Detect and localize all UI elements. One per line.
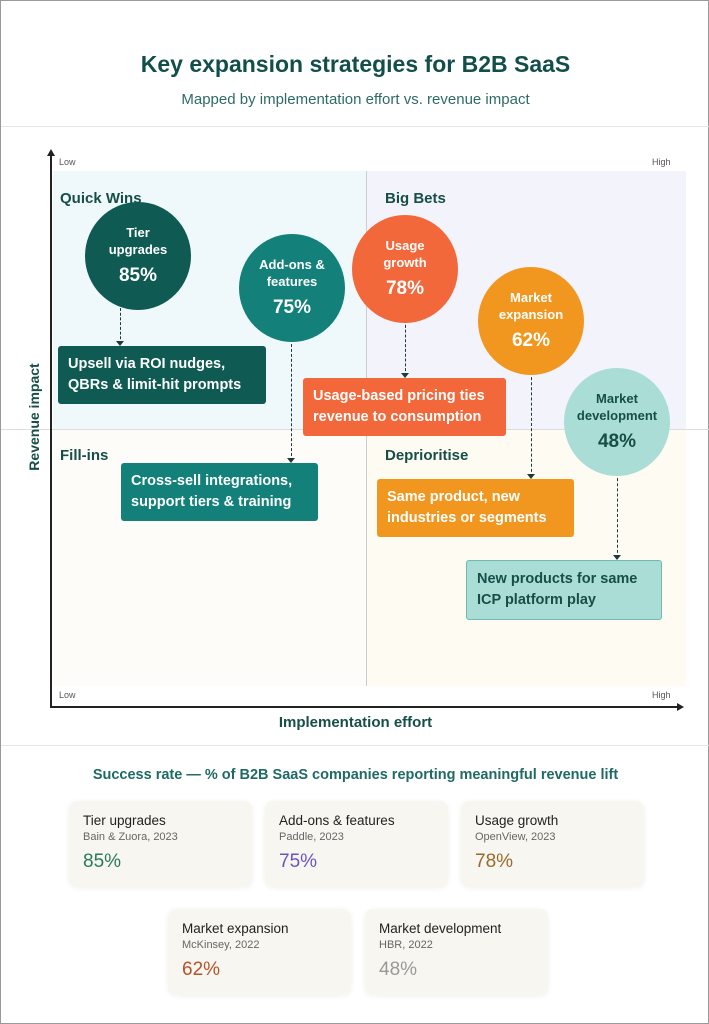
bubble-name: Market development <box>576 390 658 424</box>
card-source: OpenView, 2023 <box>475 831 556 843</box>
card-name: Add-ons & features <box>279 813 395 828</box>
bubble-usage-growth: Usage growth 78% <box>352 215 458 323</box>
connector-arrow-icon <box>613 473 621 560</box>
quadrant-label: Quick Wins <box>60 190 142 207</box>
page-title: Key expansion strategies for B2B SaaS <box>140 51 571 77</box>
connector-arrow-icon <box>287 339 295 463</box>
card-pct: 85% <box>83 851 122 872</box>
card-name: Market expansion <box>182 921 289 936</box>
bubble-add-ons: Add-ons & features 75% <box>239 234 345 342</box>
divider <box>1 745 709 746</box>
bubble-market-expansion: Market expansion 62% <box>478 267 584 375</box>
x-axis <box>50 706 678 708</box>
card-source: Bain & Zuora, 2023 <box>83 831 178 843</box>
bubble-name: Usage growth <box>383 237 427 271</box>
page-subtitle: Mapped by implementation effort vs. reve… <box>181 91 530 108</box>
card-name: Tier upgrades <box>83 813 166 828</box>
x-axis-label: Implementation effort <box>278 714 433 731</box>
card-pct: 62% <box>182 959 221 980</box>
quadrant-label: Big Bets <box>385 190 446 207</box>
success-card: Market expansion McKinsey, 2022 62% <box>168 909 351 995</box>
card-pct: 75% <box>279 851 318 872</box>
desc-tier-upgrades: Upsell via ROI nudges, QBRs & limit-hit … <box>58 346 266 405</box>
card-name: Usage growth <box>475 813 559 828</box>
success-card: Usage growth OpenView, 2023 78% <box>461 801 644 887</box>
quadrant-label: Deprioritise <box>385 447 469 464</box>
success-card: Add-ons & features Paddle, 2023 75% <box>265 801 448 887</box>
bubble-name: Tier upgrades <box>108 224 168 258</box>
card-source: HBR, 2022 <box>379 939 433 951</box>
connector-arrow-icon <box>527 372 535 479</box>
bubble-pct: 48% <box>597 430 637 452</box>
bubble-pct: 78% <box>385 277 425 299</box>
y-axis <box>50 153 52 707</box>
card-name: Market development <box>379 921 502 936</box>
success-card: Market development HBR, 2022 48% <box>365 909 548 995</box>
bubble-pct: 85% <box>118 264 158 286</box>
card-pct: 78% <box>475 851 514 872</box>
desc-market-expansion: Same product, new industries or segments <box>377 479 574 538</box>
tick-bottom-low: Low <box>59 690 76 700</box>
success-card: Tier upgrades Bain & Zuora, 2023 85% <box>69 801 252 887</box>
desc-usage-growth: Usage-based pricing ties revenue to cons… <box>303 378 506 437</box>
card-source: Paddle, 2023 <box>279 831 344 843</box>
card-pct: 48% <box>379 959 418 980</box>
tick-top-low: Low <box>59 157 76 167</box>
desc-add-ons: Cross-sell integrations, support tiers &… <box>121 463 318 522</box>
connector-arrow-icon <box>401 320 409 378</box>
card-source: McKinsey, 2022 <box>182 939 260 951</box>
desc-market-development: New products for same ICP platform play <box>466 560 662 621</box>
x-axis-arrow-icon <box>677 703 684 711</box>
bubble-pct: 75% <box>272 296 312 318</box>
y-axis-label: Revenue impact <box>26 363 42 471</box>
success-heading: Success rate — % of B2B SaaS companies r… <box>92 767 619 783</box>
bubble-name: Add-ons & features <box>259 256 325 290</box>
bubble-pct: 62% <box>511 329 551 351</box>
divider <box>1 126 709 127</box>
connector-arrow-icon <box>116 308 124 346</box>
y-axis-arrow-icon <box>47 149 55 156</box>
bubble-tier-upgrades: Tier upgrades 85% <box>85 202 191 310</box>
bubble-market-development: Market development 48% <box>564 368 670 476</box>
tick-bottom-high: High <box>652 690 671 700</box>
bubble-name: Market expansion <box>498 289 564 323</box>
tick-top-high: High <box>652 157 671 167</box>
quadrant-label: Fill-ins <box>60 447 109 464</box>
